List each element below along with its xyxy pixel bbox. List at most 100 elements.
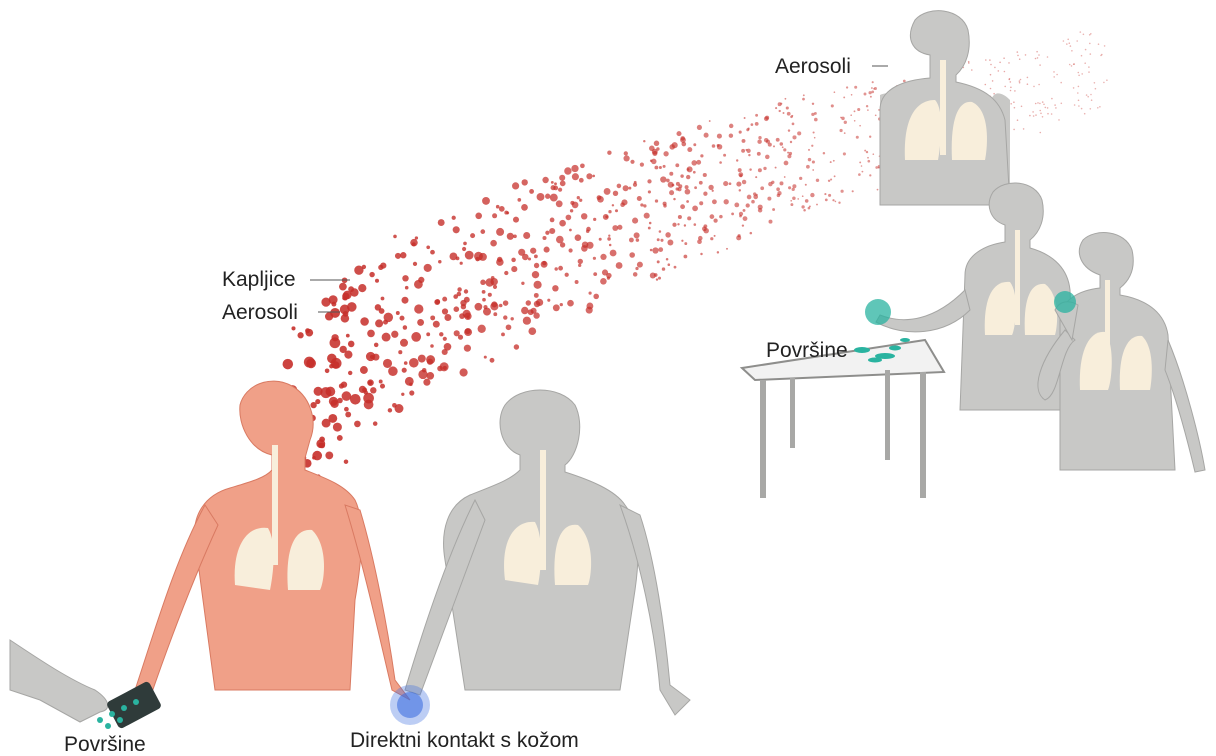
droplet	[499, 304, 503, 308]
droplet	[571, 165, 578, 172]
droplet	[569, 248, 573, 252]
droplet	[677, 223, 679, 225]
droplet	[755, 114, 758, 117]
droplet	[816, 204, 818, 206]
droplet	[426, 332, 430, 336]
droplet	[1042, 101, 1044, 103]
droplet	[809, 205, 811, 207]
droplet	[1003, 57, 1005, 59]
droplet	[814, 118, 818, 122]
droplet	[496, 205, 500, 209]
droplet	[560, 181, 566, 187]
droplet	[531, 308, 537, 314]
droplet	[337, 398, 343, 404]
droplet	[797, 131, 801, 135]
droplet	[1047, 113, 1049, 115]
droplet	[694, 186, 697, 189]
droplet	[521, 282, 524, 285]
droplet	[742, 139, 746, 143]
droplet	[989, 59, 991, 61]
droplet	[772, 208, 775, 211]
droplet	[1085, 49, 1087, 51]
droplet	[803, 209, 806, 212]
droplet	[475, 303, 483, 311]
droplet	[717, 144, 720, 147]
droplet	[738, 168, 742, 172]
droplet	[478, 325, 486, 333]
droplet	[765, 155, 770, 160]
label-aerosoli-near: Aerosoli	[222, 302, 298, 323]
droplet	[1090, 33, 1092, 35]
droplet	[813, 131, 815, 133]
droplet	[771, 181, 774, 184]
droplet	[739, 131, 742, 134]
droplet	[1098, 43, 1100, 45]
droplet	[382, 333, 391, 342]
droplet	[388, 366, 398, 376]
droplet	[566, 215, 572, 221]
droplet	[649, 146, 655, 152]
droplet	[1023, 128, 1025, 130]
droplet	[616, 262, 623, 269]
droplet	[805, 199, 809, 203]
droplet	[484, 356, 487, 359]
droplet	[775, 167, 777, 169]
droplet	[600, 278, 607, 285]
droplet	[490, 240, 497, 247]
droplet	[1071, 50, 1073, 52]
droplet	[1010, 103, 1012, 105]
droplet	[712, 190, 714, 192]
droplet	[607, 151, 611, 155]
droplet	[517, 198, 521, 202]
droplet	[1035, 103, 1037, 105]
droplet	[788, 186, 791, 189]
droplet	[319, 443, 325, 449]
droplet	[1103, 82, 1105, 84]
droplet	[464, 345, 471, 352]
droplet	[814, 137, 816, 139]
droplet	[554, 182, 557, 185]
droplet	[700, 154, 703, 157]
droplet	[354, 421, 361, 428]
droplet	[654, 273, 658, 277]
droplet	[1055, 107, 1057, 109]
droplet	[1070, 45, 1072, 47]
droplet	[834, 91, 836, 93]
droplet	[507, 233, 514, 240]
droplet	[719, 215, 723, 219]
droplet	[739, 215, 742, 218]
droplet	[331, 334, 338, 341]
droplet	[749, 168, 751, 170]
droplet	[442, 297, 447, 302]
droplet	[747, 128, 749, 130]
droplet	[379, 380, 383, 384]
droplet	[592, 175, 595, 178]
droplet	[417, 319, 424, 326]
droplet	[534, 263, 539, 268]
droplet	[565, 273, 569, 277]
droplet	[703, 192, 707, 196]
droplet	[968, 62, 970, 64]
droplet	[703, 173, 707, 177]
droplet	[668, 263, 671, 266]
droplet	[667, 240, 673, 246]
droplet	[542, 177, 548, 183]
droplet	[534, 281, 542, 289]
droplet	[462, 247, 466, 251]
droplet	[736, 159, 738, 161]
droplet	[586, 307, 593, 314]
droplet	[799, 177, 802, 180]
droplet	[834, 175, 836, 177]
droplet	[511, 258, 516, 263]
label-direktni-kontakt: Direktni kontakt s kožom	[350, 730, 579, 751]
droplet	[1067, 39, 1069, 41]
droplet	[1040, 132, 1042, 134]
droplet	[1013, 129, 1015, 131]
droplet	[358, 284, 366, 292]
droplet	[869, 136, 871, 138]
droplet	[456, 257, 460, 261]
person-healthy	[405, 390, 690, 715]
droplet	[739, 174, 742, 177]
droplet	[329, 364, 334, 369]
droplet	[669, 190, 674, 195]
